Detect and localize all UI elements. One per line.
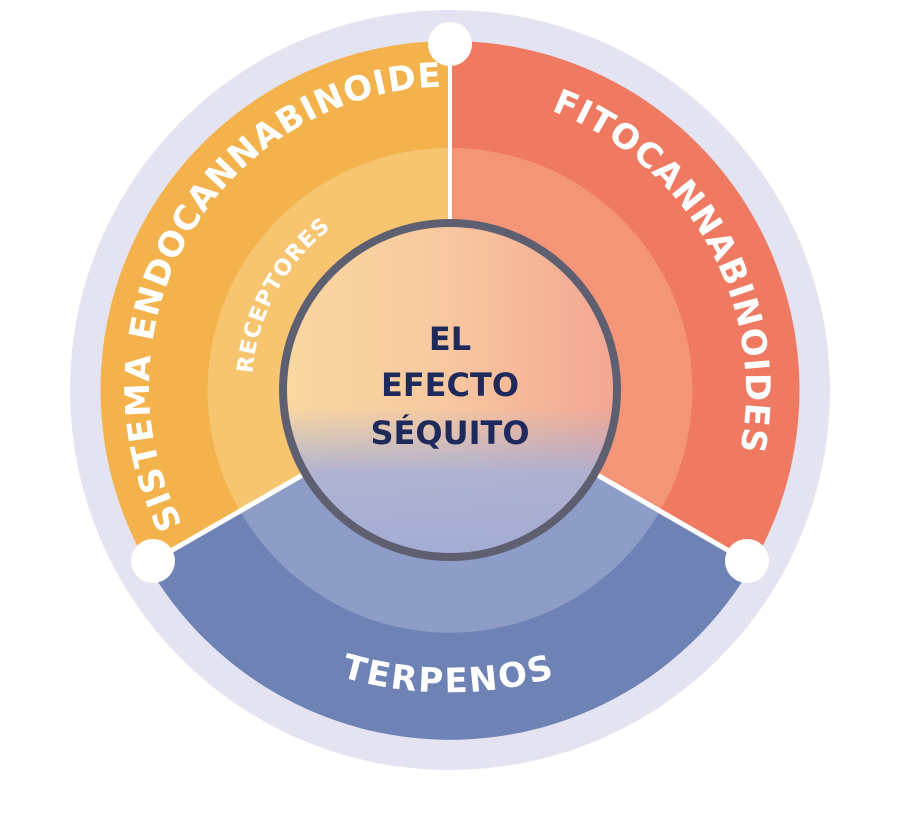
center-line-sequito: SÉQUITO <box>370 414 529 452</box>
notch-left <box>131 539 175 583</box>
center-circle-cool <box>283 223 617 557</box>
center-circle-border <box>279 219 621 561</box>
center-line-el: EL <box>429 320 471 358</box>
center-line-efecto: EFECTO <box>381 366 519 404</box>
notch-top <box>428 22 472 66</box>
notch-right <box>725 539 769 583</box>
